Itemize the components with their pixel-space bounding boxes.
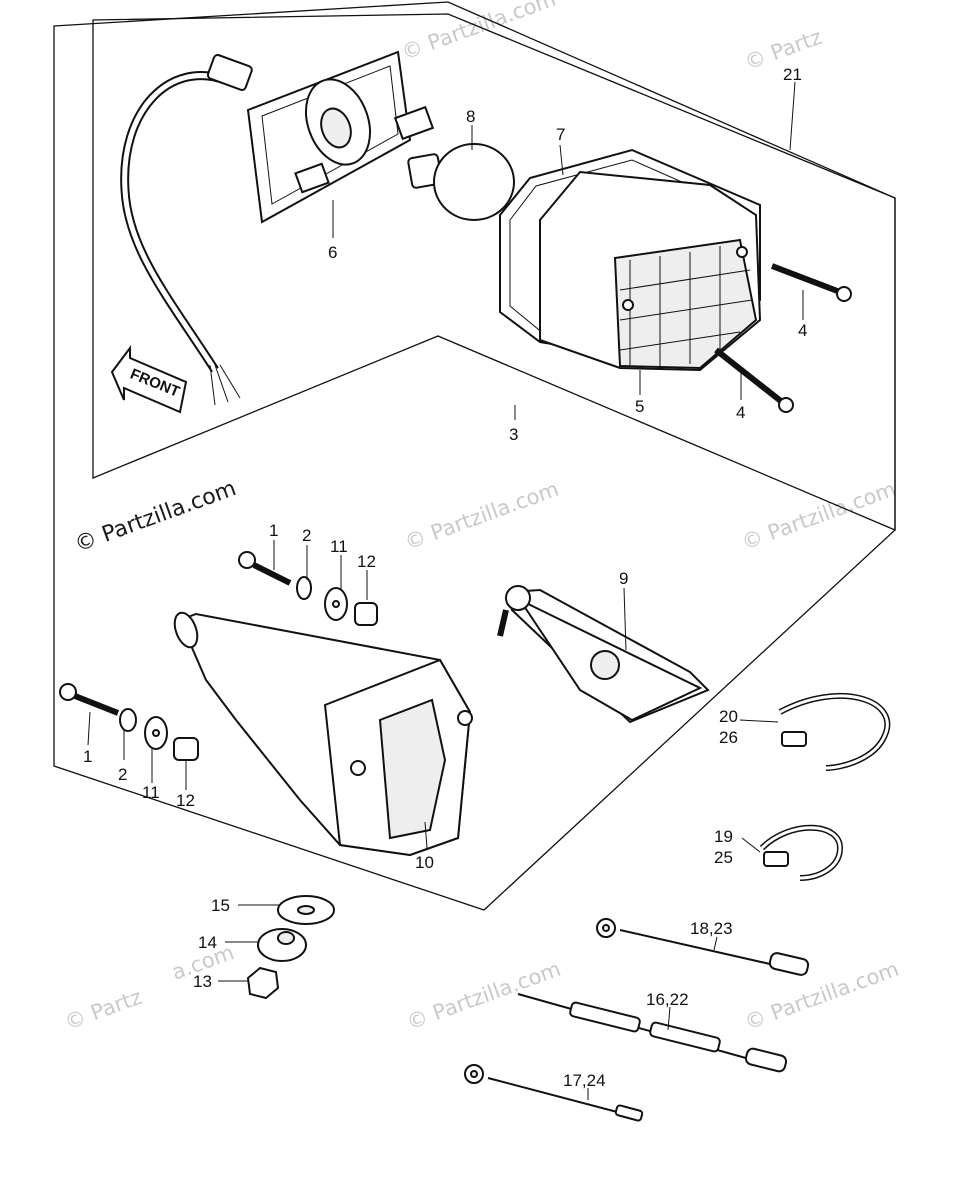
lead-17-24 [464,1064,644,1122]
callout-10: 10 [415,853,434,872]
washer-11-lower [144,716,168,750]
callout-26: 26 [719,728,738,747]
callout-11-upper: 11 [330,537,348,556]
part-8-bulb [407,143,515,221]
tail-light-harness [120,54,253,406]
collar-12-upper [354,602,378,626]
callout-13: 13 [193,972,212,991]
callout-15: 15 [211,896,230,915]
callout-12-upper: 12 [357,552,376,571]
callout-2-upper: 2 [302,526,311,545]
leader-lines [87,81,804,1100]
callout-3: 3 [509,425,518,444]
part-6-lamp-base [246,50,435,224]
assembly-outline-21 [53,1,896,911]
callout-11-lower: 11 [142,783,160,802]
nut-13 [246,966,280,1000]
watermark-top-mid: © Partzilla.com [399,0,559,65]
callout-25: 25 [714,848,733,867]
collar-12-lower [173,737,199,761]
callout-4-lower: 4 [736,403,745,422]
watermark-low-right: © Partzilla.com [742,957,902,1035]
callout-21: 21 [783,65,802,84]
watermark-main: © Partzilla.com [72,476,240,558]
callout-14: 14 [198,933,217,952]
front-arrow: FRONT [110,345,188,414]
washer-2-upper [296,576,312,600]
part-4-screw-lower [714,347,794,413]
part-10-bracket [173,611,473,857]
part-5-lens [539,170,762,372]
callout-6: 6 [328,243,337,262]
callout-2-lower: 2 [118,765,127,784]
lead-16-22 [517,993,788,1073]
washer-15 [277,895,335,925]
part-9-license-plate-bracket [497,585,710,724]
callout-5: 5 [635,397,644,416]
callout-16-22: 16,22 [646,990,689,1009]
watermark-mid-center: © Partzilla.com [402,477,562,555]
band-20-26 [778,692,891,771]
watermark-low-left: © Partz [62,985,146,1035]
band-19-25 [759,824,844,881]
callout-20: 20 [719,707,738,726]
watermark-mid-right: © Partzilla.com [739,477,899,555]
callout-19: 19 [714,827,733,846]
callout-labels: 21 8 7 6 4 5 4 3 1 2 11 12 9 20 26 1 2 1… [83,65,807,1090]
watermark-low-center: © Partzilla.com [404,957,564,1035]
washer-11-upper [324,587,348,621]
callout-4-upper: 4 [798,321,807,340]
washer-2-lower [119,708,137,732]
part-4-screw-upper [770,263,852,302]
grommet-14 [257,928,307,962]
callout-8: 8 [466,107,475,126]
lead-18-23 [596,918,810,976]
bolt-1-upper [238,551,292,586]
callout-7: 7 [556,125,565,144]
callout-18-23: 18,23 [690,919,733,938]
callout-17-24: 17,24 [563,1071,606,1090]
callout-9: 9 [619,569,628,588]
bolt-1-lower [59,683,120,716]
callout-1-upper: 1 [269,521,278,540]
callout-1-lower: 1 [83,747,92,766]
callout-12-lower: 12 [176,791,195,810]
